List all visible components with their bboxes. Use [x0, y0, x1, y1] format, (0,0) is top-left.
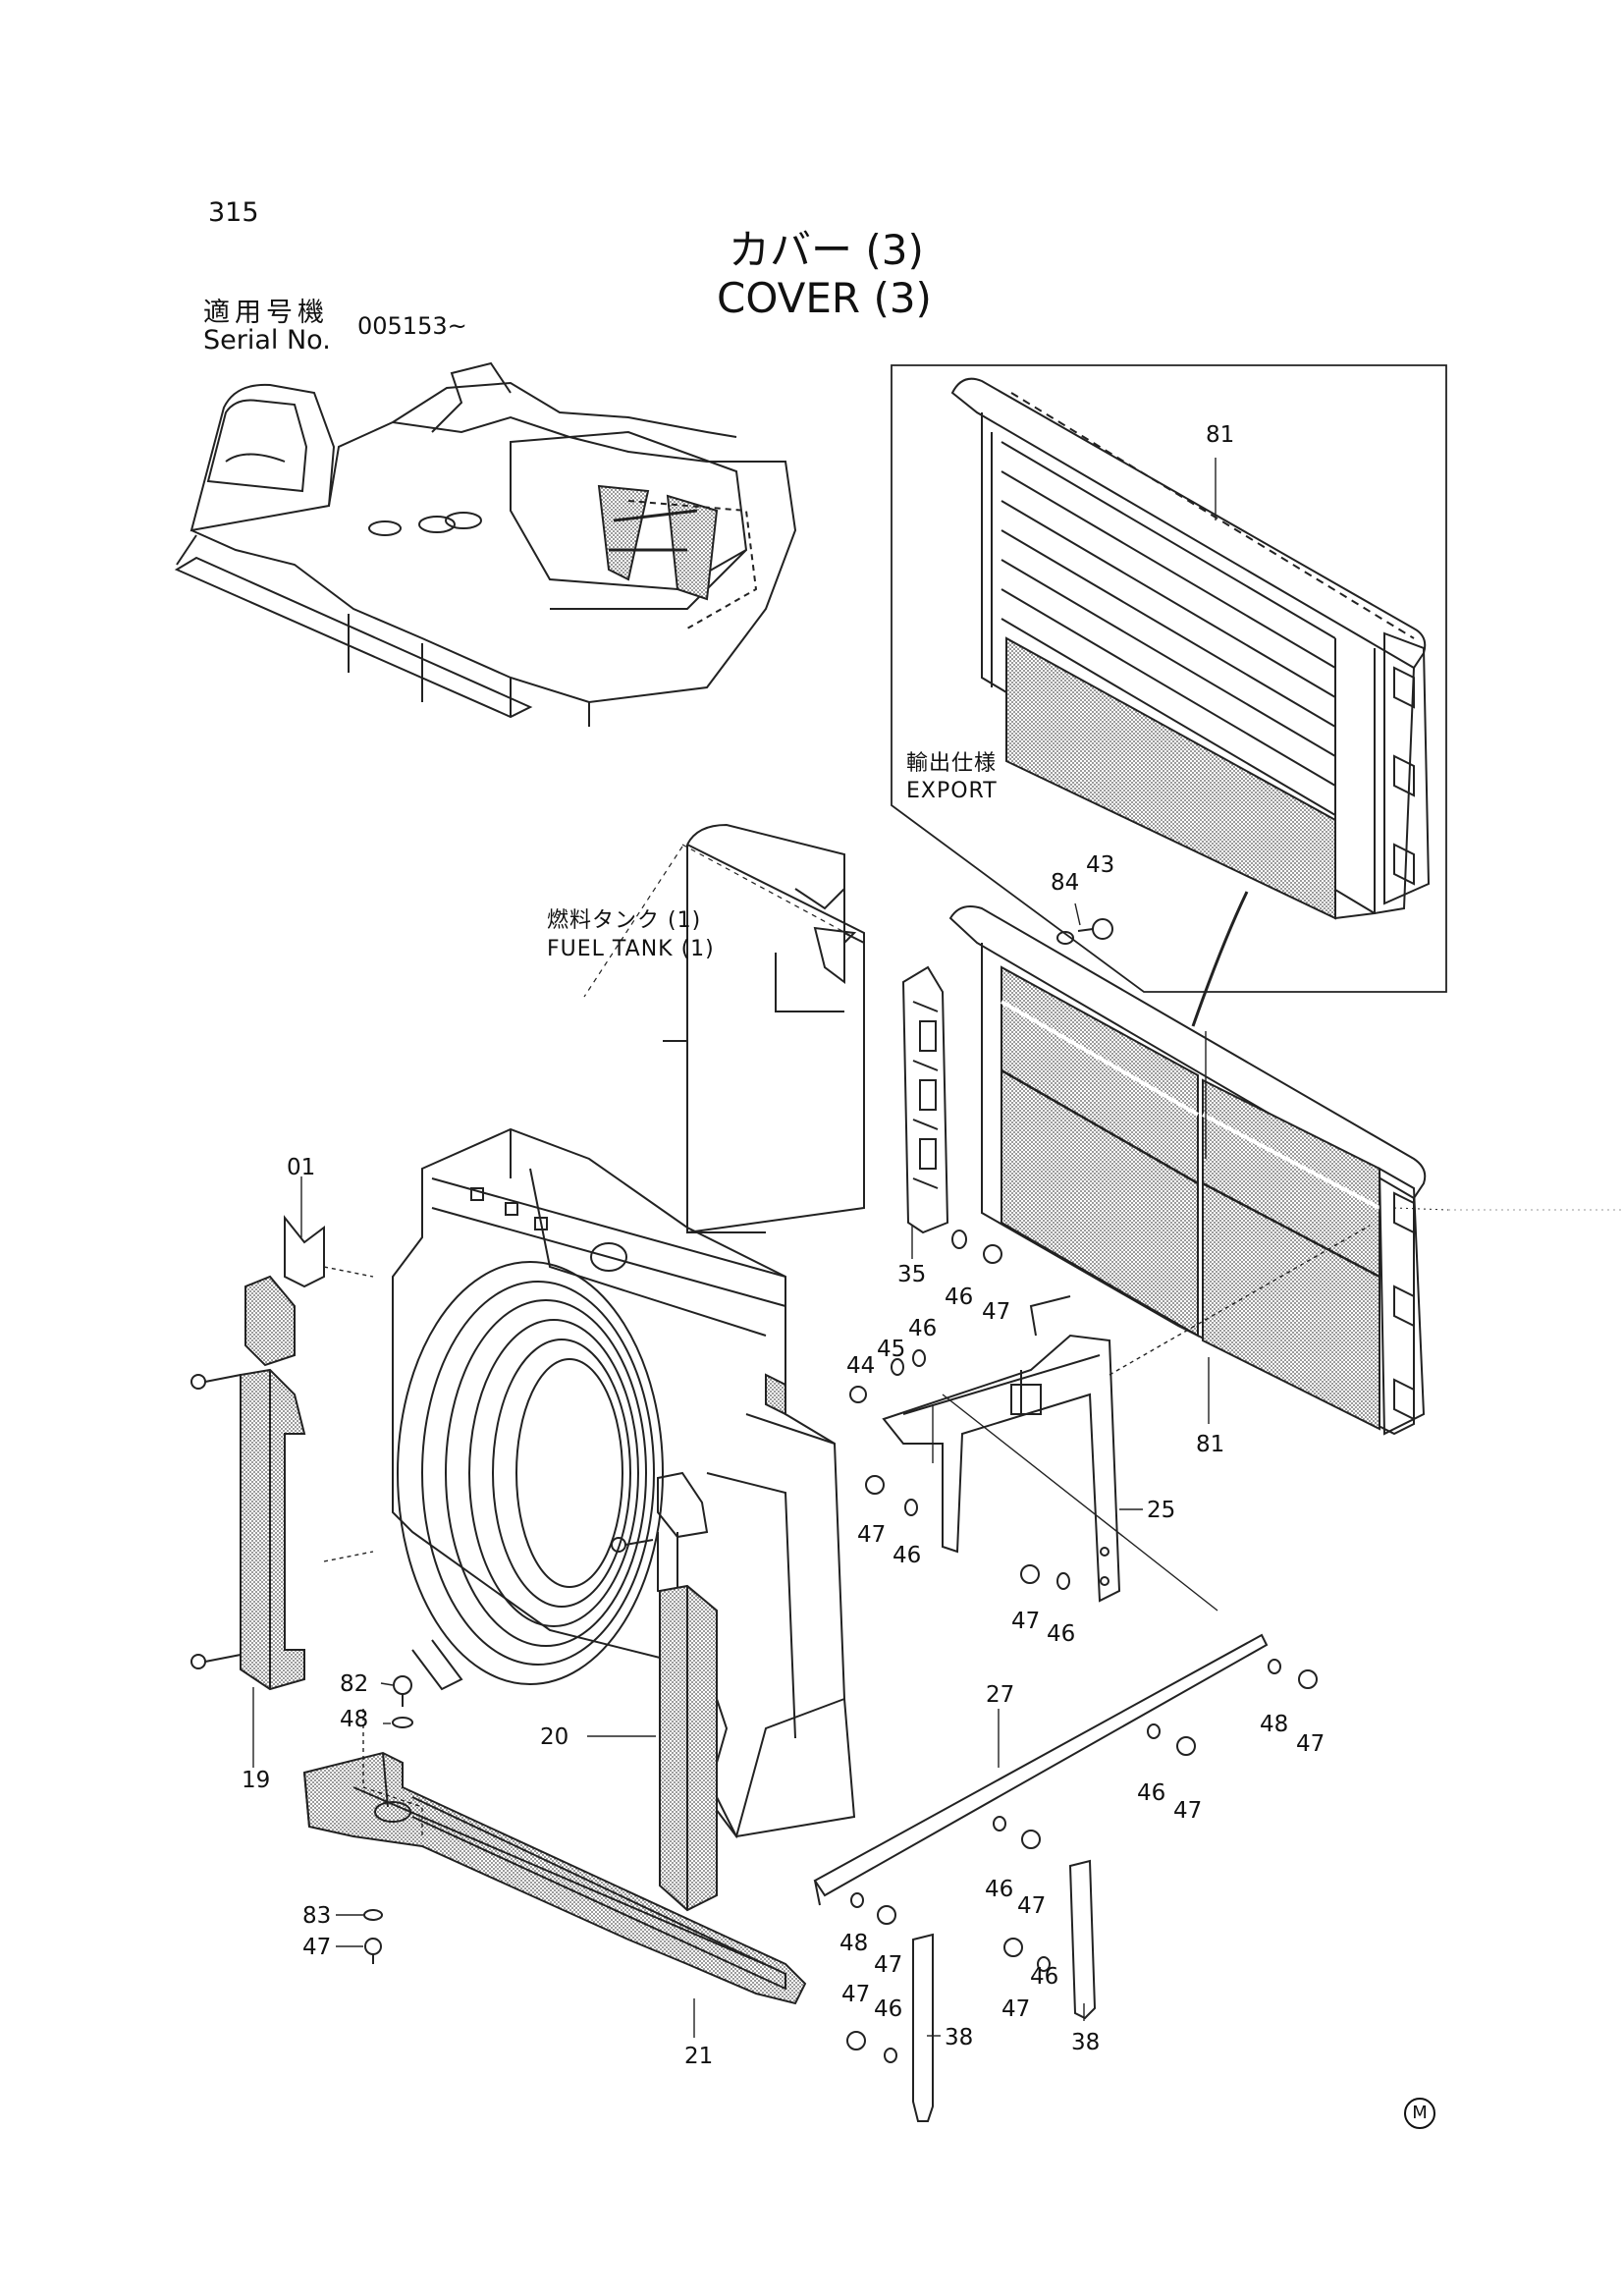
- fasteners: [190, 918, 1318, 2063]
- part-label-46: 46: [908, 1316, 938, 1341]
- part-label-47: 47: [302, 1935, 332, 1960]
- fuel-tank-note-japanese: 燃料タンク (1): [547, 908, 702, 933]
- serial-label-japanese: 適用号機: [203, 298, 329, 328]
- part-label-46: 46: [893, 1543, 922, 1568]
- fuel-tank-outline: [583, 823, 865, 1234]
- part-label-84: 84: [1051, 870, 1080, 896]
- part-label-47: 47: [1173, 1798, 1203, 1824]
- part-01-19-seals: [240, 1215, 325, 1691]
- leader-lines: [252, 458, 1371, 2038]
- part-25-bracket: [882, 1295, 1121, 1603]
- part-label-48: 48: [839, 1931, 869, 1956]
- part-label-27: 27: [986, 1682, 1015, 1708]
- part-label-25: 25: [1147, 1498, 1176, 1523]
- part-21-lower-seal: [302, 1751, 807, 2005]
- part-label-47: 47: [1017, 1893, 1047, 1919]
- part-label-48: 48: [1260, 1712, 1289, 1737]
- part-label-46: 46: [945, 1285, 974, 1310]
- title-japanese: カバー (3): [729, 226, 924, 274]
- part-label-44: 44: [846, 1353, 876, 1379]
- page-number: 315: [208, 197, 259, 228]
- m-mark-icon: M: [1404, 2098, 1435, 2129]
- part-label-46: 46: [874, 1996, 903, 2022]
- part-label-47: 47: [1011, 1609, 1041, 1634]
- part-label-21: 21: [684, 2044, 714, 2069]
- part-20-seal: [657, 1471, 718, 1912]
- serial-value: 005153~: [357, 312, 467, 340]
- part-label-01: 01: [287, 1155, 316, 1180]
- part-label-47: 47: [1001, 1996, 1031, 2022]
- part-label-46: 46: [985, 1877, 1014, 1902]
- part-label-20: 20: [540, 1724, 569, 1750]
- radiator-cover-81: [948, 905, 1623, 1436]
- part-label-82: 82: [340, 1671, 369, 1697]
- part-label-47: 47: [1296, 1731, 1325, 1757]
- part-label-43: 43: [1086, 852, 1115, 878]
- part-label-47: 47: [982, 1299, 1011, 1325]
- excavator-overview: [174, 361, 797, 727]
- serial-label-english: Serial No.: [203, 325, 331, 355]
- part-label-46: 46: [1030, 1964, 1059, 1990]
- radiator-core: [392, 1127, 856, 1839]
- part-label-81: 81: [1196, 1432, 1225, 1457]
- fuel-tank-note-english: FUEL TANK (1): [547, 937, 715, 961]
- export-note-japanese: 輸出仕様: [906, 751, 998, 776]
- part-27-38-rail: [813, 1633, 1269, 2122]
- part-label-81-export: 81: [1206, 422, 1235, 448]
- export-cover-illustration: [891, 364, 1447, 993]
- part-label-45: 45: [877, 1337, 906, 1362]
- part-label-46: 46: [1137, 1780, 1166, 1806]
- part-label-83: 83: [302, 1903, 332, 1929]
- part-label-35: 35: [897, 1262, 927, 1287]
- part-label-38-right: 38: [1071, 2030, 1101, 2055]
- part-label-46: 46: [1047, 1621, 1076, 1647]
- part-label-19: 19: [242, 1768, 271, 1793]
- title-english: COVER (3): [717, 274, 932, 322]
- part-label-38-left: 38: [945, 2025, 974, 2050]
- part-label-47: 47: [841, 1982, 871, 2007]
- part-35-bracket: [901, 965, 949, 1234]
- export-note-english: EXPORT: [906, 779, 998, 803]
- part-label-47: 47: [874, 1952, 903, 1978]
- part-label-47: 47: [857, 1522, 887, 1548]
- part-label-48: 48: [340, 1707, 369, 1732]
